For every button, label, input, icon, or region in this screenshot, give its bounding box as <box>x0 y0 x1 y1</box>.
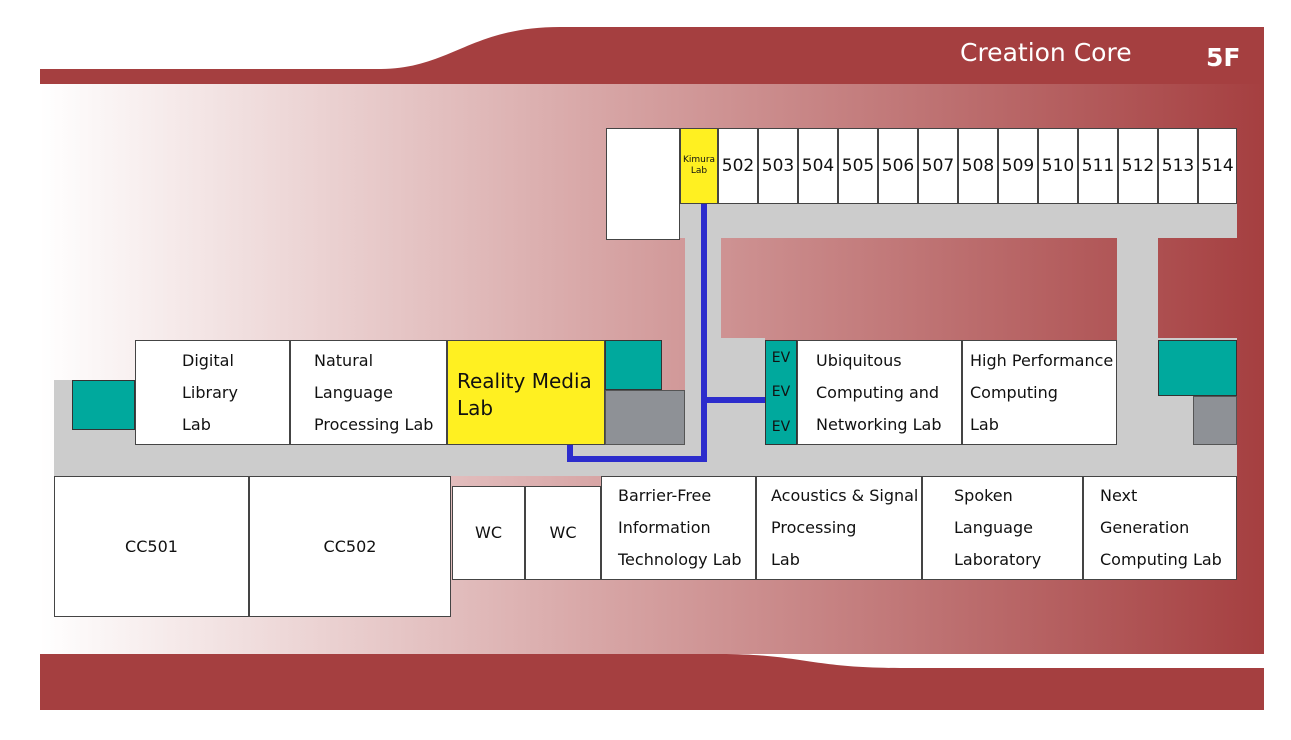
room-spoken-language-laboratory[interactable]: Spoken Language Laboratory <box>922 476 1083 580</box>
room-acoustics-signal-processing-lab-label: Acoustics & Signal Processing Lab <box>771 486 919 569</box>
room-513[interactable]: 513 <box>1158 128 1198 204</box>
room-wc-1[interactable]: WC <box>452 486 525 580</box>
route-segment-horizontal <box>567 456 707 462</box>
elevator-2-label: EV <box>771 384 791 401</box>
room-spoken-language-laboratory-label: Spoken Language Laboratory <box>954 486 1042 569</box>
room-508[interactable]: 508 <box>958 128 998 204</box>
room-503-label: 503 <box>761 156 795 176</box>
room-514-label: 514 <box>1201 156 1234 176</box>
room-502[interactable]: 502 <box>718 128 758 204</box>
room-wc-2[interactable]: WC <box>525 486 601 580</box>
room-kimura-lab-label: Kimura Lab <box>682 155 716 176</box>
room-wc-2-label: WC <box>549 523 577 542</box>
elevator-bank[interactable]: EV EV EV <box>765 340 797 445</box>
room-digital-library-lab[interactable]: Digital Library Lab <box>135 340 290 445</box>
service-room-central <box>605 390 685 445</box>
room-505-label: 505 <box>841 156 875 176</box>
stairwell-central <box>605 340 662 390</box>
room-barrier-free-lab-label: Barrier-Free Information Technology Lab <box>618 486 742 569</box>
room-506[interactable]: 506 <box>878 128 918 204</box>
room-natural-language-processing-lab-label: Natural Language Processing Lab <box>314 350 434 434</box>
room-506-label: 506 <box>881 156 915 176</box>
elevator-1-label: EV <box>771 350 791 367</box>
room-cc501-label: CC501 <box>125 536 178 556</box>
corridor-right-vertical <box>1117 202 1158 475</box>
room-digital-library-lab-label: Digital Library Lab <box>182 350 238 434</box>
room-512-label: 512 <box>1121 156 1155 176</box>
room-next-generation-computing-lab[interactable]: Next Generation Computing Lab <box>1083 476 1237 580</box>
route-segment-to-elevator <box>701 397 765 403</box>
room-cc502[interactable]: CC502 <box>249 476 451 617</box>
room-cc502-label: CC502 <box>323 536 377 556</box>
room-high-performance-computing-lab[interactable]: High Performance Computing Lab <box>962 340 1117 445</box>
room-kimura-lab[interactable]: Kimura Lab <box>680 128 718 204</box>
room-502-label: 502 <box>721 156 755 176</box>
elevator-3-label: EV <box>771 418 791 435</box>
room-510-label: 510 <box>1041 156 1075 176</box>
room-ubiquitous-computing-lab-label: Ubiquitous Computing and Networking Lab <box>816 350 942 434</box>
room-512[interactable]: 512 <box>1118 128 1158 204</box>
room-503[interactable]: 503 <box>758 128 798 204</box>
service-room-east <box>1193 396 1237 445</box>
room-508-label: 508 <box>961 156 995 176</box>
room-wc-1-label: WC <box>475 523 502 542</box>
top-band <box>40 27 1264 84</box>
room-504-label: 504 <box>801 156 835 176</box>
route-segment-vertical <box>701 204 707 462</box>
room-high-performance-computing-lab-label: High Performance Computing Lab <box>970 350 1114 434</box>
room-511[interactable]: 511 <box>1078 128 1118 204</box>
room-511-label: 511 <box>1081 156 1115 176</box>
room-507[interactable]: 507 <box>918 128 958 204</box>
room-barrier-free-lab[interactable]: Barrier-Free Information Technology Lab <box>601 476 756 580</box>
room-510[interactable]: 510 <box>1038 128 1078 204</box>
floor-label: 5F <box>1206 43 1241 72</box>
room-cc501[interactable]: CC501 <box>54 476 249 617</box>
building-name: Creation Core <box>960 38 1132 67</box>
room-unlabeled-block <box>606 128 680 240</box>
room-reality-media-lab[interactable]: Reality Media Lab <box>447 340 605 445</box>
room-reality-media-lab-label: Reality Media Lab <box>457 369 592 420</box>
room-513-label: 513 <box>1161 156 1195 176</box>
stairwell-east <box>1158 340 1237 396</box>
room-509[interactable]: 509 <box>998 128 1038 204</box>
room-504[interactable]: 504 <box>798 128 838 204</box>
corridor-lobby <box>721 338 765 438</box>
room-natural-language-processing-lab[interactable]: Natural Language Processing Lab <box>290 340 447 445</box>
room-507-label: 507 <box>921 156 955 176</box>
room-ubiquitous-computing-lab[interactable]: Ubiquitous Computing and Networking Lab <box>797 340 962 445</box>
room-509-label: 509 <box>1001 156 1035 176</box>
route-segment-to-reality-media-lab <box>567 445 573 462</box>
room-acoustics-signal-processing-lab[interactable]: Acoustics & Signal Processing Lab <box>756 476 922 580</box>
bottom-band <box>40 654 1264 710</box>
room-514[interactable]: 514 <box>1198 128 1237 204</box>
stairwell-west <box>72 380 135 430</box>
room-next-generation-computing-lab-label: Next Generation Computing Lab <box>1100 486 1222 569</box>
room-505[interactable]: 505 <box>838 128 878 204</box>
